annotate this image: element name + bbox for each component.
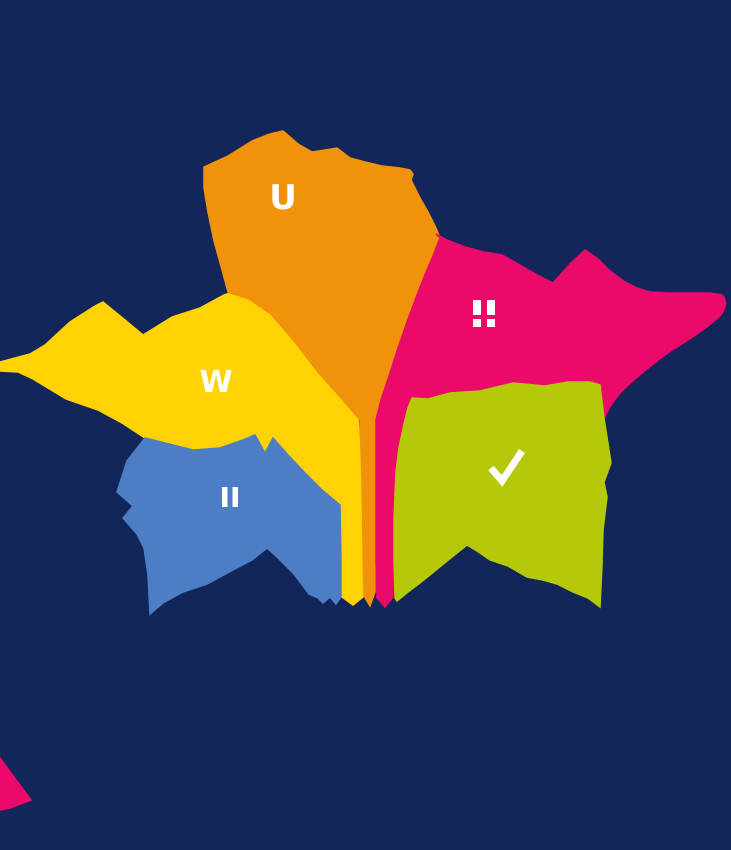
north-zone-label: U [269,178,297,218]
pause-bar [232,487,238,507]
checkmark-icon [488,449,525,487]
region-southwest[interactable] [116,434,342,616]
map-fragment [0,756,33,811]
region-southeast[interactable] [393,381,612,609]
pause-bar [222,487,228,507]
west-zone-label: W [199,365,232,400]
double-exclamation-icon [473,300,495,327]
exclamation-dot [487,319,495,327]
pause-icon [222,487,238,507]
region-west[interactable] [0,290,364,606]
region-northeast[interactable] [375,233,727,609]
exclamation-bar [487,300,495,315]
exclamation-bar [473,300,481,315]
exclamation-dot [473,319,481,327]
